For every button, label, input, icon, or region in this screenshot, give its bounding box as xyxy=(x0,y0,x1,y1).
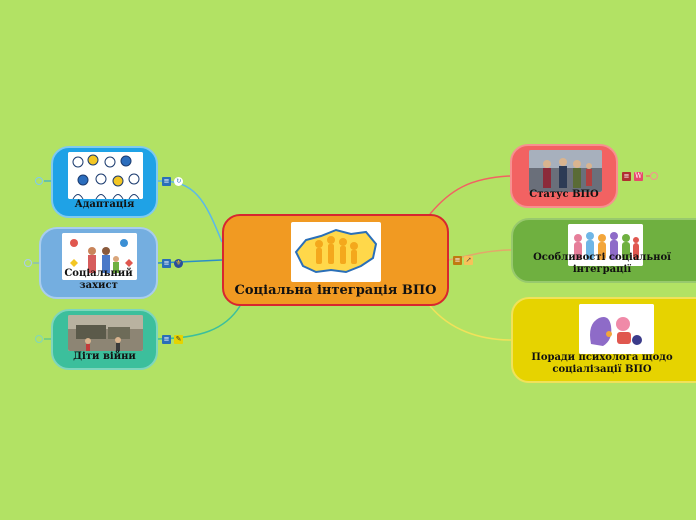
topic-children-of-war[interactable]: Діти війни xyxy=(51,309,158,370)
topic-integration-features[interactable]: Особливості соціальної інтеграції xyxy=(511,218,696,283)
topic-psychologist-advice-label: Поради психолога щодо соціалізації ВПО xyxy=(531,352,673,375)
collapse-dot-icon[interactable] xyxy=(24,259,32,267)
central-topic[interactable]: Соціальна інтеграція ВПО xyxy=(222,214,449,306)
note-icon[interactable] xyxy=(162,335,171,344)
topic-children-of-war-label: Діти війни xyxy=(73,351,136,362)
note-icon[interactable] xyxy=(162,259,171,268)
link-icon[interactable]: ↗ xyxy=(464,256,473,265)
topic-integration-features-label: Особливості соціальної інтеграції xyxy=(533,252,671,275)
topic-idp-status[interactable]: Статус ВПО xyxy=(510,144,618,208)
attachment-icon[interactable]: ✎ xyxy=(174,335,183,344)
collapse-dot-icon[interactable] xyxy=(35,335,43,343)
link-icon[interactable]: ↻ xyxy=(174,177,183,186)
children-of-war-photo xyxy=(68,315,143,351)
note-icon[interactable] xyxy=(162,177,171,186)
topic-social-protection-label: Соціальний захист xyxy=(64,268,133,291)
link-advice xyxy=(429,305,512,341)
ukraine-map-illustration xyxy=(291,222,381,282)
link-adapt xyxy=(157,180,223,243)
integration-features-illustration xyxy=(568,224,643,266)
central-topic-label: Соціальна інтеграція ВПО xyxy=(234,283,437,298)
emblem-icon[interactable]: ⚜ xyxy=(174,259,183,268)
adaptation-illustration xyxy=(68,152,143,199)
topic-idp-status-label: Статус ВПО xyxy=(529,189,599,200)
topic-adaptation-label: Адаптація xyxy=(74,199,135,210)
link-status xyxy=(429,175,511,215)
note-icon[interactable] xyxy=(453,256,462,265)
collapse-dot-icon[interactable] xyxy=(35,177,43,185)
note-icon[interactable] xyxy=(622,172,631,181)
social-protection-illustration xyxy=(62,233,137,280)
collapse-dot-icon[interactable] xyxy=(650,172,658,180)
idp-status-photo xyxy=(529,150,602,192)
topic-social-protection[interactable]: Соціальний захист xyxy=(39,227,158,299)
topic-adaptation[interactable]: Адаптація xyxy=(51,146,158,218)
attachment-icon[interactable]: W xyxy=(634,172,643,181)
topic-psychologist-advice[interactable]: Поради психолога щодо соціалізації ВПО xyxy=(511,297,696,383)
psychologist-advice-illustration xyxy=(579,304,654,354)
